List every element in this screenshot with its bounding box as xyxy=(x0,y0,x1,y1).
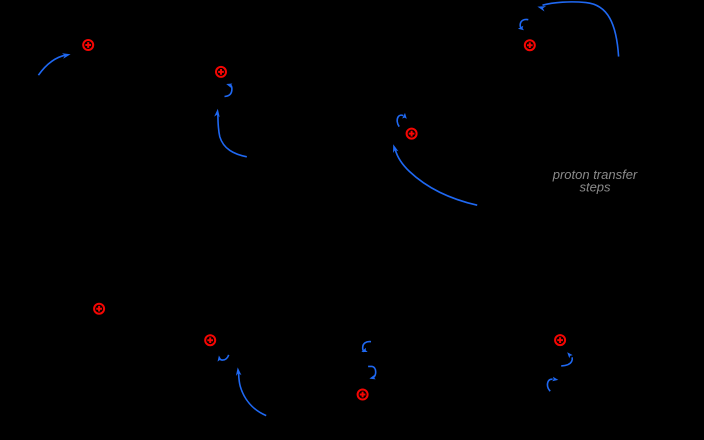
svg-text:steps: steps xyxy=(579,180,611,195)
svg-text:proton transfer: proton transfer xyxy=(552,167,638,182)
